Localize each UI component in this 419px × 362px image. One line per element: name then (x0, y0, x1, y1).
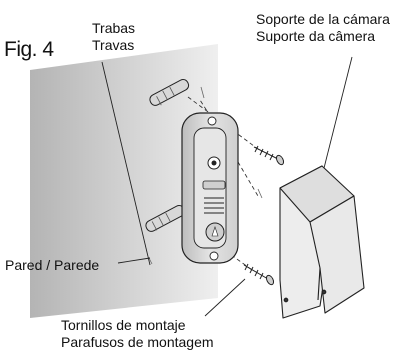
figure-label: Fig. 4 (4, 38, 54, 61)
bracket-label: Soporte de la cámara Suporte da câmera (256, 11, 390, 45)
speaker-grille (204, 197, 224, 214)
screws-label: Tornillos de montaje Parafusos de montag… (61, 317, 214, 351)
wall-anchor-top (149, 78, 190, 106)
intercom-panel (181, 112, 239, 264)
screws-label-es: Tornillos de montaje (61, 317, 186, 333)
drill-hole-marks (147, 86, 263, 265)
bracket-label-pt: Suporte da câmera (256, 28, 376, 44)
bracket-front (309, 195, 365, 314)
screws-leader-line (204, 278, 246, 317)
wall-leader-line (117, 257, 151, 264)
mounting-screw-top (253, 145, 285, 166)
panel-bottom-screw-hole (209, 251, 219, 261)
locks-label-pt: Travas (92, 37, 135, 53)
bracket-leader-line (321, 56, 353, 177)
wall (30, 44, 218, 318)
locks-label: Trabas Travas (92, 20, 135, 54)
camera-bracket (279, 165, 365, 319)
wall-anchor-bottom (145, 204, 186, 232)
bracket-label-es: Soporte de la cámara (256, 11, 390, 27)
panel-top-screw-hole (207, 116, 217, 126)
wall-label: Pared / Parede (5, 257, 100, 273)
locks-label-es: Trabas (92, 20, 136, 36)
locks-leader-line (101, 61, 151, 266)
screws-label-pt: Parafusos de montagem (61, 334, 214, 350)
name-plate (202, 180, 226, 190)
mounting-screw-bottom (243, 263, 275, 286)
